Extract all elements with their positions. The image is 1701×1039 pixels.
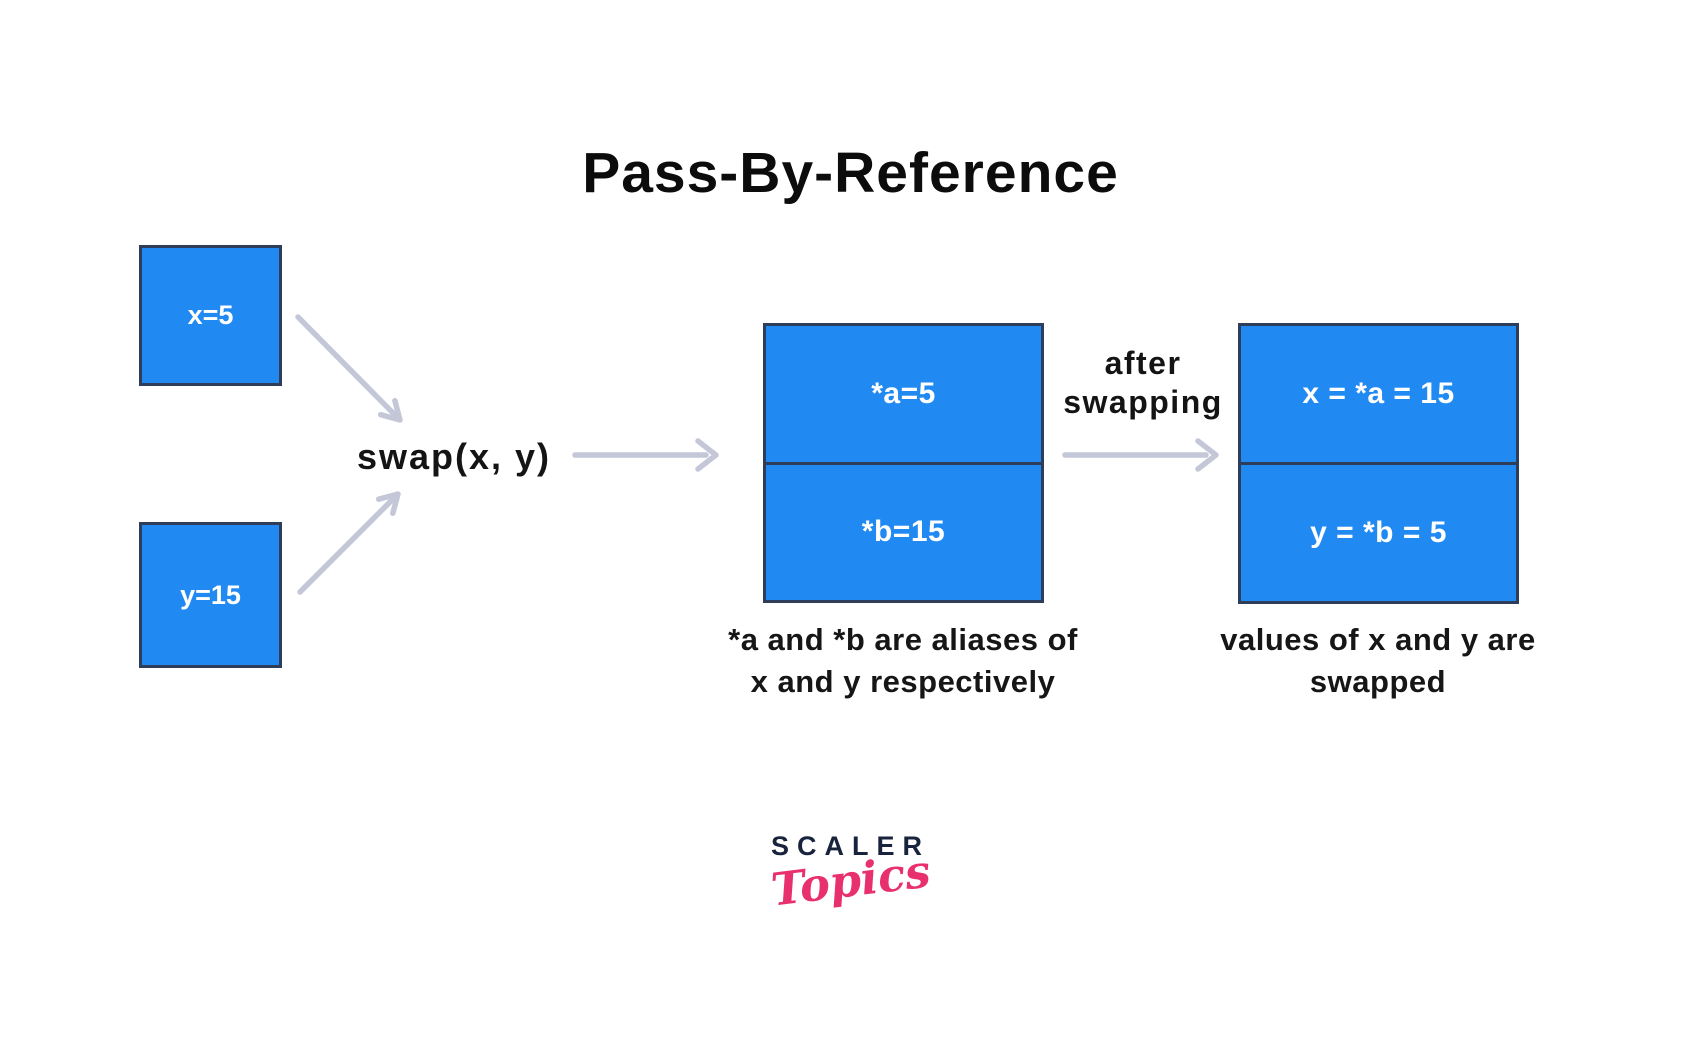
variable-box-y-label: y=15: [180, 579, 241, 610]
pointer-box-before-swap: *a=5 *b=15: [763, 323, 1044, 603]
pointer-box-after-swap: x = *a = 15 y = *b = 5: [1238, 323, 1519, 604]
variable-box-x: x=5: [139, 245, 282, 386]
swap-to-aliases-arrow: [572, 438, 719, 472]
swapped-caption-line2: swapped: [1309, 664, 1447, 699]
pointer-cell-a: *a=5: [871, 376, 936, 410]
after-swapping-line1: after: [1104, 345, 1182, 381]
variable-box-x-label: x=5: [187, 300, 234, 330]
after-swapping-arrow: [1062, 438, 1219, 472]
swapped-cell-x: x = *a = 15: [1302, 377, 1455, 410]
y-to-swap-arrow: [297, 491, 401, 595]
swapped-caption-line1: values of x and y are: [1220, 622, 1536, 657]
scaler-wordmark: SCALER: [770, 831, 930, 861]
after-swapping-label: after swapping: [1043, 344, 1243, 422]
pointer-cell-b: *b=15: [766, 461, 1041, 601]
swap-call-label: swap(x, y): [356, 436, 552, 477]
aliases-caption-line1: *a and *b are aliases of: [728, 622, 1078, 657]
aliases-caption-line2: x and y respectively: [750, 664, 1056, 699]
swapped-caption: values of x and y are swapped: [1108, 619, 1648, 703]
swapped-cell-y: y = *b = 5: [1241, 462, 1516, 601]
variable-box-y: y=15: [139, 522, 282, 668]
after-swapping-line2: swapping: [1063, 384, 1223, 420]
x-to-swap-arrow: [295, 314, 403, 423]
scaler-topics-logo: SCALER Topics: [0, 831, 1701, 917]
diagram-title: Pass-By-Reference: [582, 141, 1119, 205]
aliases-caption: *a and *b are aliases of x and y respect…: [633, 619, 1173, 703]
